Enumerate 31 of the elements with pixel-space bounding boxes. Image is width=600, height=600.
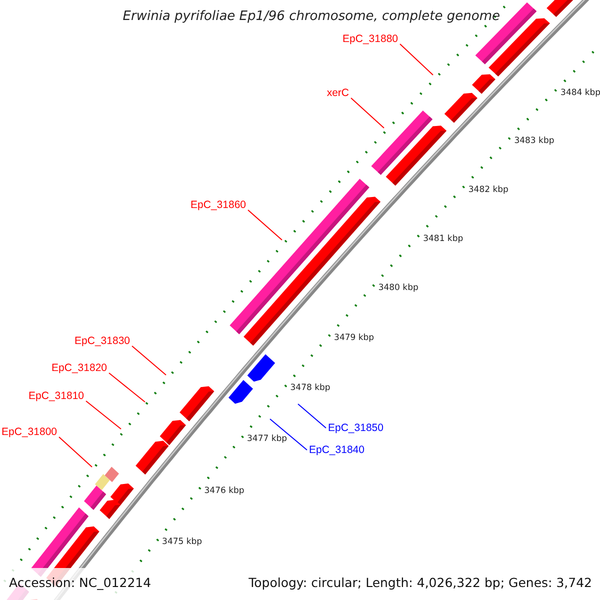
scale-tick-label: 3480 kbp: [378, 283, 418, 294]
scale-tick-label: 3475 kbp: [162, 537, 202, 548]
leader-line: [86, 400, 122, 430]
leader-line: [108, 372, 146, 402]
leader-line: [248, 210, 282, 240]
leader-line: [350, 98, 384, 128]
scale-tick-label: 3481 kbp: [423, 234, 464, 245]
gene-label: EpC_31800: [2, 426, 57, 439]
gene-label: EpC_31820: [52, 362, 107, 375]
leader-line: [400, 44, 434, 76]
leader-line: [132, 346, 166, 376]
gene-label: EpC_31810: [28, 390, 84, 403]
scale-tick-label: 3482 kbp: [468, 184, 508, 196]
footer-text: Topology: circular; Length: 4,026,322 bp; Genes: 3,742: [248, 575, 592, 590]
scale-tick-label: 3483 kbp: [514, 136, 554, 148]
diagram-title: Erwinia pyrifoliae Ep1/96 chromosome, complete genome: [122, 9, 500, 24]
gene-label: EpC_31860: [190, 199, 246, 212]
gene-label: EpC_31830: [74, 335, 130, 348]
gene-label: EpC_31840: [309, 444, 364, 457]
leader-line: [270, 418, 308, 450]
footer-text: Accession: NC_012214: [9, 575, 152, 590]
gene-label: EpC_31880: [342, 33, 398, 46]
scale-tick-label: 3478 kbp: [290, 383, 330, 394]
leader-line: [298, 404, 326, 428]
scale-tick-label: 3479 kbp: [334, 333, 374, 344]
gene-label: EpC_31850: [328, 422, 384, 435]
scale-tick-label: 3477 kbp: [247, 434, 288, 446]
scale-tick-label: 3476 kbp: [204, 486, 244, 497]
gene-label: xerC: [326, 87, 349, 100]
leader-line: [58, 436, 92, 468]
scale-tick-label: 3484 kbp: [560, 88, 600, 100]
